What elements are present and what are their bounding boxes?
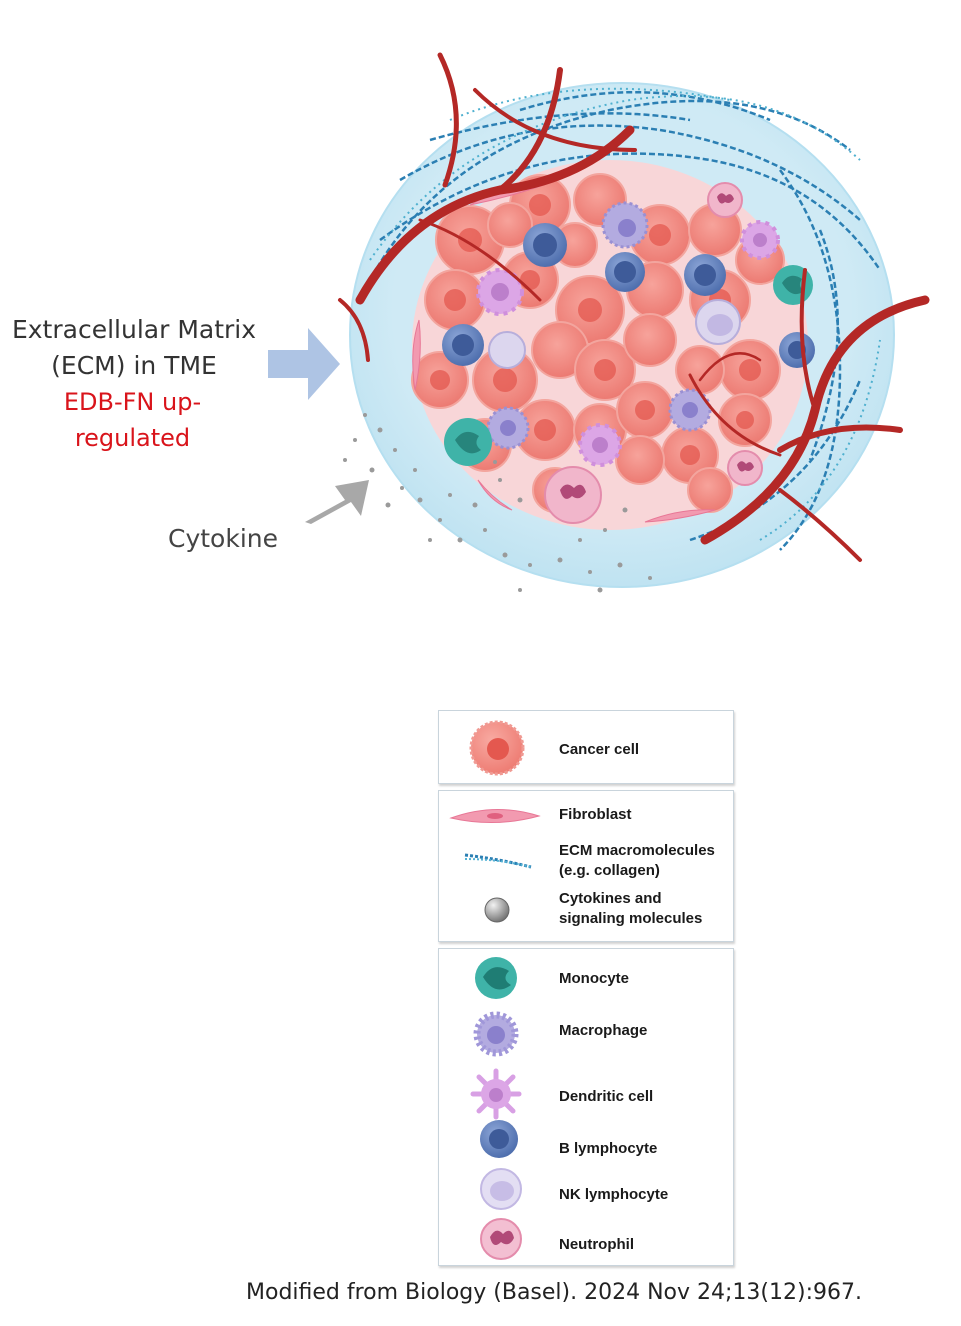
cytokine-label: Cytokine xyxy=(168,524,278,553)
blood-vessels xyxy=(338,52,930,562)
legend-box-tumor: Cancer cell xyxy=(438,710,734,784)
macrophage-icon xyxy=(473,1011,519,1057)
legend-item-cytokine: Cytokines and signaling molecules xyxy=(439,889,733,943)
legend-label: Neutrophil xyxy=(559,1236,634,1253)
legend-label: Cancer cell xyxy=(559,741,640,758)
cytokine-dots xyxy=(343,413,652,593)
neutrophils xyxy=(544,182,763,524)
citation: Modified from Biology (Basel). 2024 Nov … xyxy=(246,1280,862,1305)
legend-item-cancer-cell: Cancer cell xyxy=(439,711,733,785)
legend-label: Cytokines and signaling molecules xyxy=(559,890,703,927)
legend-label: Dendritic cell xyxy=(559,1088,654,1105)
ecm-arrow xyxy=(268,328,340,400)
macrophage-nuclei xyxy=(500,219,698,436)
cytokine-arrow xyxy=(305,480,369,524)
legend-label: NK lymphocyte xyxy=(559,1186,669,1203)
legend-item-macrophage: Macrophage xyxy=(439,1005,733,1061)
cancer-cell-nuclei xyxy=(430,194,761,465)
legend-item-nk-lymphocyte: NK lymphocyte xyxy=(439,1167,733,1217)
legend-item-dendritic: Dendritic cell xyxy=(439,1061,733,1120)
edb-fn-label: EDB-FN up-regulated xyxy=(63,388,202,452)
dendritic-cell-icon xyxy=(470,1068,522,1120)
monocyte-icon xyxy=(475,957,517,999)
nk-lymphocytes xyxy=(488,299,741,369)
legend-label: Monocyte xyxy=(559,970,630,987)
legend-item-neutrophil: Neutrophil xyxy=(439,1217,733,1267)
collagen-fibers-light xyxy=(369,87,881,541)
fibroblast-icon xyxy=(449,809,541,823)
legend-item-monocyte: Monocyte xyxy=(439,949,733,1005)
legend-label: ECM macromolecules (e.g. collagen) xyxy=(559,842,715,879)
tumor-microenvironment-illustration xyxy=(268,52,930,593)
collagen-icon xyxy=(464,853,532,869)
ecm-label: Extracellular Matrix (ECM) in TME xyxy=(11,315,257,380)
dendritic-nuclei xyxy=(491,233,767,453)
b-lymphocyte-icon xyxy=(480,1120,518,1158)
neutrophil-icon xyxy=(480,1218,522,1260)
cancer-cell-icon xyxy=(469,720,525,776)
nk-lymphocyte-icon xyxy=(480,1168,522,1210)
legend-label: B lymphocyte xyxy=(559,1140,658,1157)
legend-label: Macrophage xyxy=(559,1022,648,1039)
legend-label: Fibroblast xyxy=(559,806,632,823)
legend-item-fibroblast: Fibroblast xyxy=(439,791,733,837)
legend-box-immune: Monocyte Macrophage Dendritic cell B lym… xyxy=(438,948,734,1266)
legend-item-collagen: ECM macromolecules (e.g. collagen) xyxy=(439,837,733,889)
legend-item-b-lymphocyte: B lymphocyte xyxy=(439,1117,733,1167)
legend-box-matrix: Fibroblast ECM macromolecules (e.g. coll… xyxy=(438,790,734,942)
cytokine-sphere-icon xyxy=(484,897,510,923)
collagen-fibers xyxy=(358,91,882,551)
